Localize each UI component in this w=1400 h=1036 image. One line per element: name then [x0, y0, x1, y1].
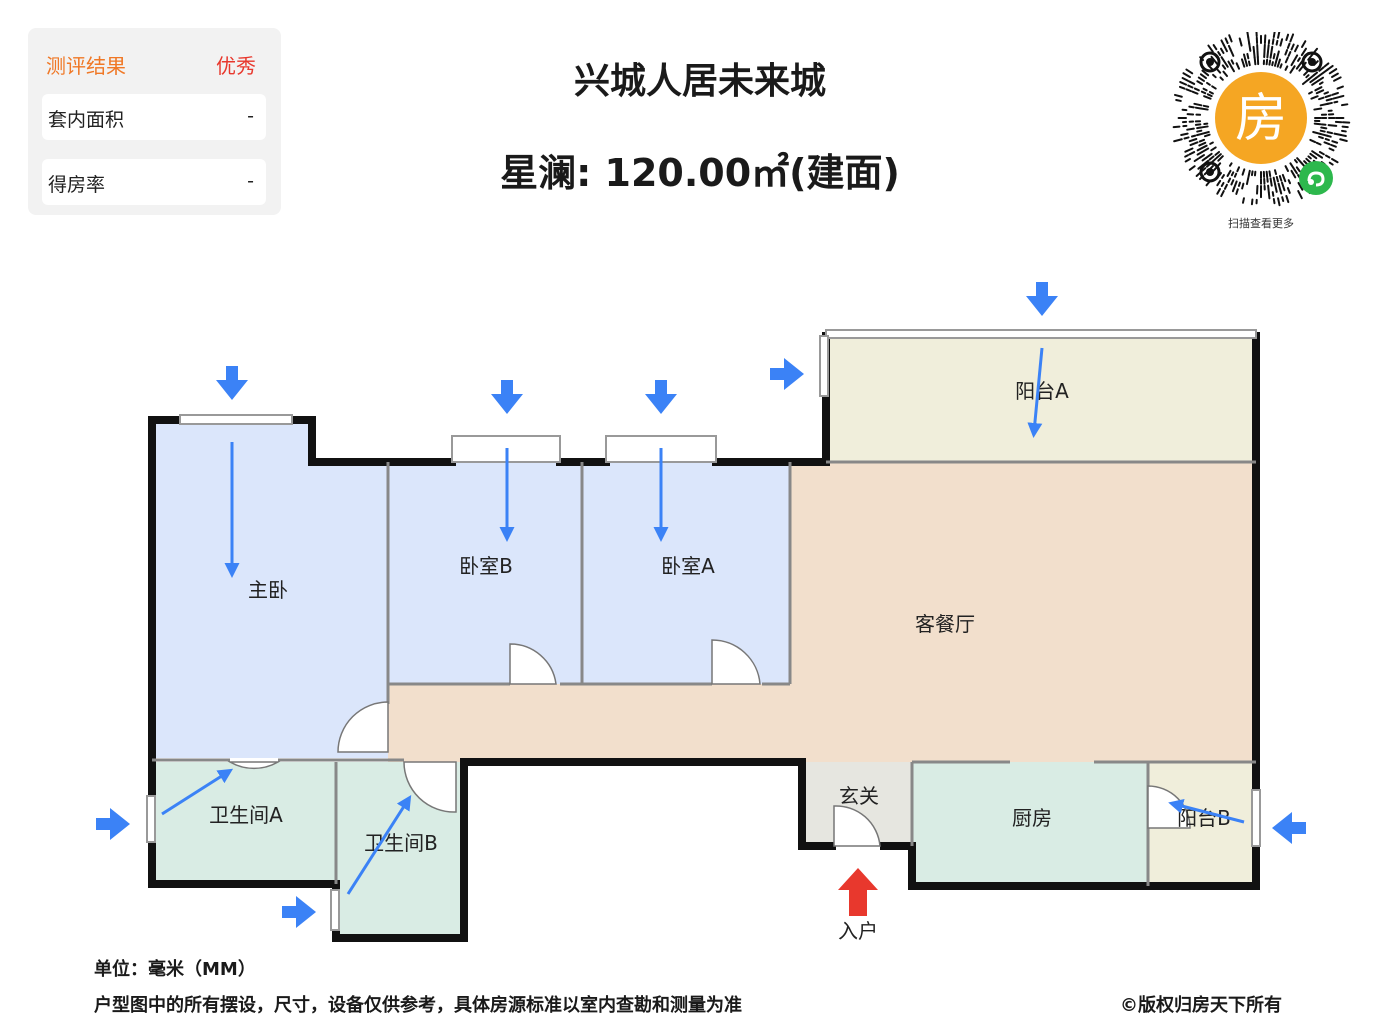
usable-ratio-label: 得房率: [48, 174, 106, 196]
flow-arrow-icon: [161, 768, 234, 816]
bath-a-area: [152, 762, 336, 882]
qr-caption: 扫描查看更多: [1228, 217, 1294, 230]
door-bedroom-b: [509, 643, 557, 685]
wind-direction-arrow-icon: [1272, 812, 1306, 844]
room-label-master-bedroom: 主卧: [248, 578, 288, 602]
room-label-living-dining: 客餐厅: [915, 612, 975, 636]
window-balcony-b: [1251, 789, 1261, 847]
window-master: [179, 414, 293, 425]
flow-arrow-icon: [346, 794, 412, 895]
walls: [148, 332, 1260, 942]
wind-direction-arrow-icon: [645, 380, 677, 414]
qr-center-char: 房: [1235, 89, 1287, 149]
evaluation-result-label: 测评结果: [46, 54, 126, 78]
interior-area-label: 套内面积: [48, 109, 125, 131]
interior-area-value: -: [247, 105, 254, 127]
project-title: 兴城人居未来城: [573, 61, 826, 102]
window-balcony-a-left: [819, 335, 829, 397]
wind-direction-arrow-icon: [770, 358, 804, 390]
entrance-label: 入户: [838, 919, 878, 943]
disclaimer-note: 户型图中的所有摆设，尺寸，设备仅供参考，具体房源标准以室内查勘和测量为准: [94, 995, 742, 1016]
doors: [227, 639, 1191, 847]
evaluation-header: 测评结果 优秀: [46, 50, 256, 79]
evaluation-result-value: 优秀: [216, 54, 256, 78]
room-fills: [152, 336, 1256, 938]
bedroom-b-area: [388, 462, 582, 684]
evaluation-card: 测评结果 优秀 套内面积 - 得房率 -: [28, 28, 281, 215]
unit-note: 单位：毫米（MM）: [94, 959, 256, 980]
wind-direction-arrow-icon: [491, 380, 523, 414]
window-bath-b: [330, 889, 340, 931]
miniprogram-icon: [1299, 161, 1333, 195]
window-balcony-a-top: [825, 329, 1257, 339]
room-label-kitchen: 厨房: [1012, 806, 1052, 830]
bedroom-a-area: [582, 462, 790, 684]
room-label-foyer: 玄关: [839, 784, 879, 808]
layout-title: 星澜: 120.00㎡(建面): [500, 151, 900, 195]
living-dining-area: [388, 462, 1256, 762]
master-bedroom-area: [152, 420, 388, 758]
door-foyer: [833, 805, 881, 847]
copyright-note: ©版权归房天下所有: [1120, 995, 1282, 1016]
room-label-balcony-b: 阳台B: [1177, 806, 1231, 830]
wind-direction-arrow-icon: [282, 896, 316, 928]
room-label-balcony-a: 阳台A: [1015, 379, 1069, 403]
usable-ratio-value: -: [247, 170, 254, 192]
flow-arrow-icon: [1168, 798, 1245, 824]
door-bath-a: [227, 761, 281, 770]
wind-direction-arrow-icon: [1026, 282, 1058, 316]
qr-code-icon[interactable]: 房: [1170, 32, 1352, 214]
usable-ratio-row: 得房率 -: [42, 159, 266, 205]
room-label-bedroom-b: 卧室B: [459, 554, 513, 578]
wind-direction-arrow-icon: [96, 808, 130, 840]
flow-arrow-icon: [1027, 347, 1044, 438]
door-bedroom-a: [711, 639, 761, 685]
interior-area-row: 套内面积 -: [42, 94, 266, 140]
room-label-bedroom-a: 卧室A: [661, 554, 715, 578]
door-master: [337, 701, 389, 753]
door-bath-b: [403, 761, 457, 813]
interior-walls: [152, 460, 1256, 886]
kitchen-area: [912, 762, 1148, 886]
wind-direction-arrow-icon: [216, 366, 248, 400]
window-bath-a: [146, 795, 156, 843]
entrance-arrow-icon: [838, 868, 878, 916]
room-label-bath-a: 卫生间A: [209, 803, 283, 827]
